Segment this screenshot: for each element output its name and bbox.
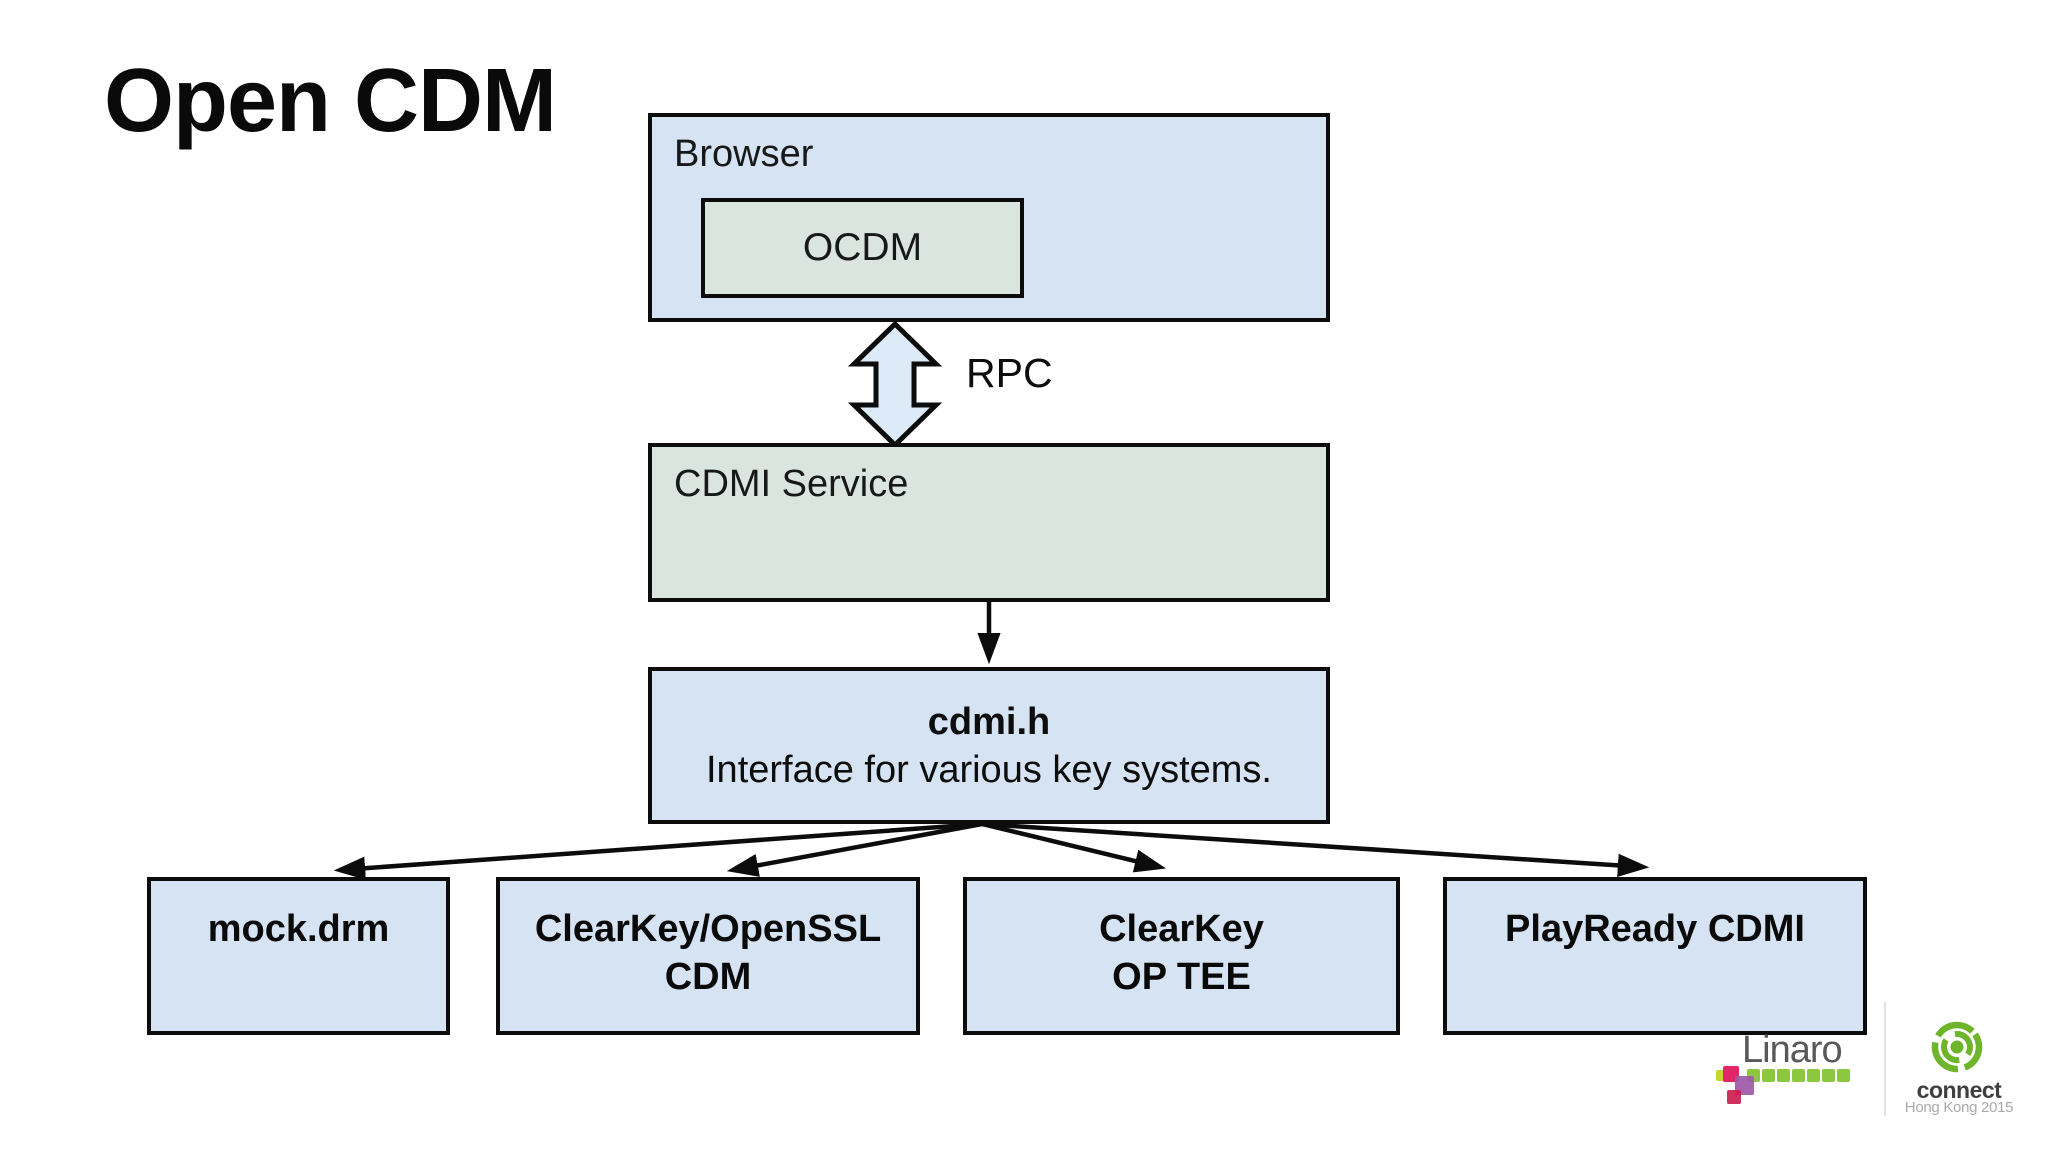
linaro-connect-swirl-icon xyxy=(1931,1021,1983,1073)
rpc-double-arrow xyxy=(847,320,943,449)
linaro-green-square xyxy=(1822,1069,1835,1082)
linaro-green-square xyxy=(1837,1069,1850,1082)
linaro-yellow-square xyxy=(1716,1070,1727,1081)
module-box-mock-drm: mock.drm xyxy=(147,877,450,1035)
module-label: CDM xyxy=(664,956,752,998)
linaro-logo-squares xyxy=(1747,1069,1850,1082)
cdmi-h-subtitle: Interface for various key systems. xyxy=(706,748,1272,791)
cdmi-h-title: cdmi.h xyxy=(927,700,1051,743)
module-box-playready: PlayReady CDMI xyxy=(1443,877,1867,1035)
module-box-clearkey-optee: ClearKey OP TEE xyxy=(963,877,1400,1035)
footer-divider xyxy=(1884,1002,1886,1116)
linaro-green-square xyxy=(1777,1069,1790,1082)
browser-label: Browser xyxy=(674,133,814,175)
module-label: PlayReady CDMI xyxy=(1505,908,1805,950)
module-label: OP TEE xyxy=(1112,956,1251,998)
linaro-green-square xyxy=(1762,1069,1775,1082)
flow-arrow-cdmih-to-mockdrm xyxy=(333,821,983,880)
connect-label: connect xyxy=(1916,1077,2002,1103)
linaro-red-square xyxy=(1727,1090,1741,1104)
flow-arrow-cdmih-to-clearkey-openssl xyxy=(726,821,983,877)
module-label: ClearKey xyxy=(1099,908,1264,950)
cdmi-service-box: CDMI Service xyxy=(648,443,1330,602)
module-label: ClearKey/OpenSSL xyxy=(534,908,882,950)
linaro-green-square xyxy=(1792,1069,1805,1082)
module-box-clearkey-openssl: ClearKey/OpenSSL CDM xyxy=(496,877,920,1035)
module-label: mock.drm xyxy=(207,908,390,950)
ocdm-label: OCDM xyxy=(802,226,923,269)
ocdm-box: OCDM xyxy=(701,198,1024,298)
cdmi-h-box: cdmi.h Interface for various key systems… xyxy=(648,667,1330,824)
linaro-green-square xyxy=(1807,1069,1820,1082)
rpc-label: RPC xyxy=(966,350,1053,396)
connect-event-label: Hong Kong 2015 xyxy=(1904,1099,2014,1116)
linaro-logo-wordmark: Linaro xyxy=(1742,1029,1843,1071)
flow-arrow-cdmih-to-playready xyxy=(981,821,1650,877)
slide-title: Open CDM xyxy=(104,51,557,151)
cdmi-service-label: CDMI Service xyxy=(674,463,909,505)
flow-arrow-cdmih-to-clearkey-optee xyxy=(981,821,1167,873)
